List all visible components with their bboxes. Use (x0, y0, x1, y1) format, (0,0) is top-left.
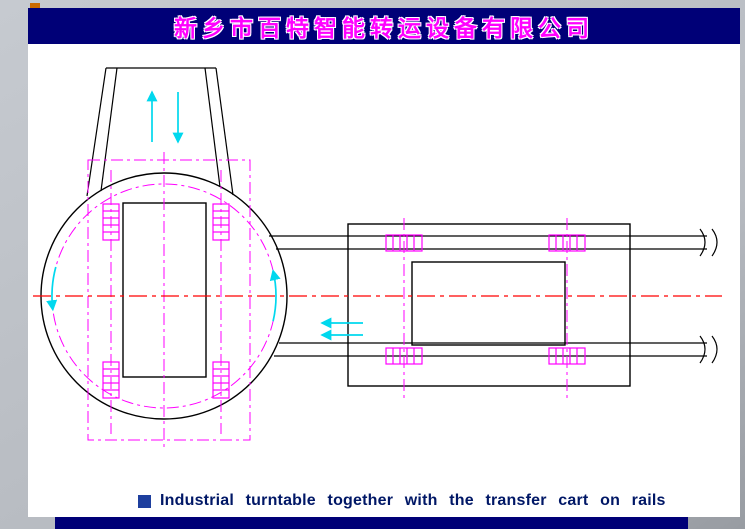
vertical-rail (86, 67, 234, 197)
caption: Industrial turntable together with the t… (138, 492, 666, 510)
corner-marker (30, 3, 40, 10)
caption-text: Industrial turntable together with the t… (160, 492, 666, 509)
rotation-arrow-right-icon (269, 269, 281, 322)
cart-body (347, 223, 631, 387)
engineering-drawing (33, 67, 722, 450)
cart-opening (411, 261, 566, 346)
rail-break-icon (711, 228, 718, 257)
company-name: 新乡市百特智能转运设备有限公司 (174, 15, 594, 41)
transfer-cart (347, 218, 631, 398)
bottom-bar (55, 517, 688, 529)
rail-break-icon (699, 335, 706, 364)
company-header: 新乡市百特智能转运设备有限公司 (28, 8, 740, 44)
turntable-platform-outline (87, 159, 251, 441)
drawing-panel: Industrial turntable together with the t… (28, 44, 740, 517)
cart-wheel-centerlines (403, 218, 568, 398)
turntable-wheels (102, 203, 230, 399)
rail-break-icon (711, 335, 718, 364)
rotation-arrow-left-icon (46, 266, 58, 312)
caption-bullet-icon (138, 494, 151, 508)
turntable (40, 152, 288, 450)
rail-break-icon (699, 228, 706, 257)
turntable-centerlines (110, 152, 222, 450)
direction-arrows (46, 90, 363, 341)
